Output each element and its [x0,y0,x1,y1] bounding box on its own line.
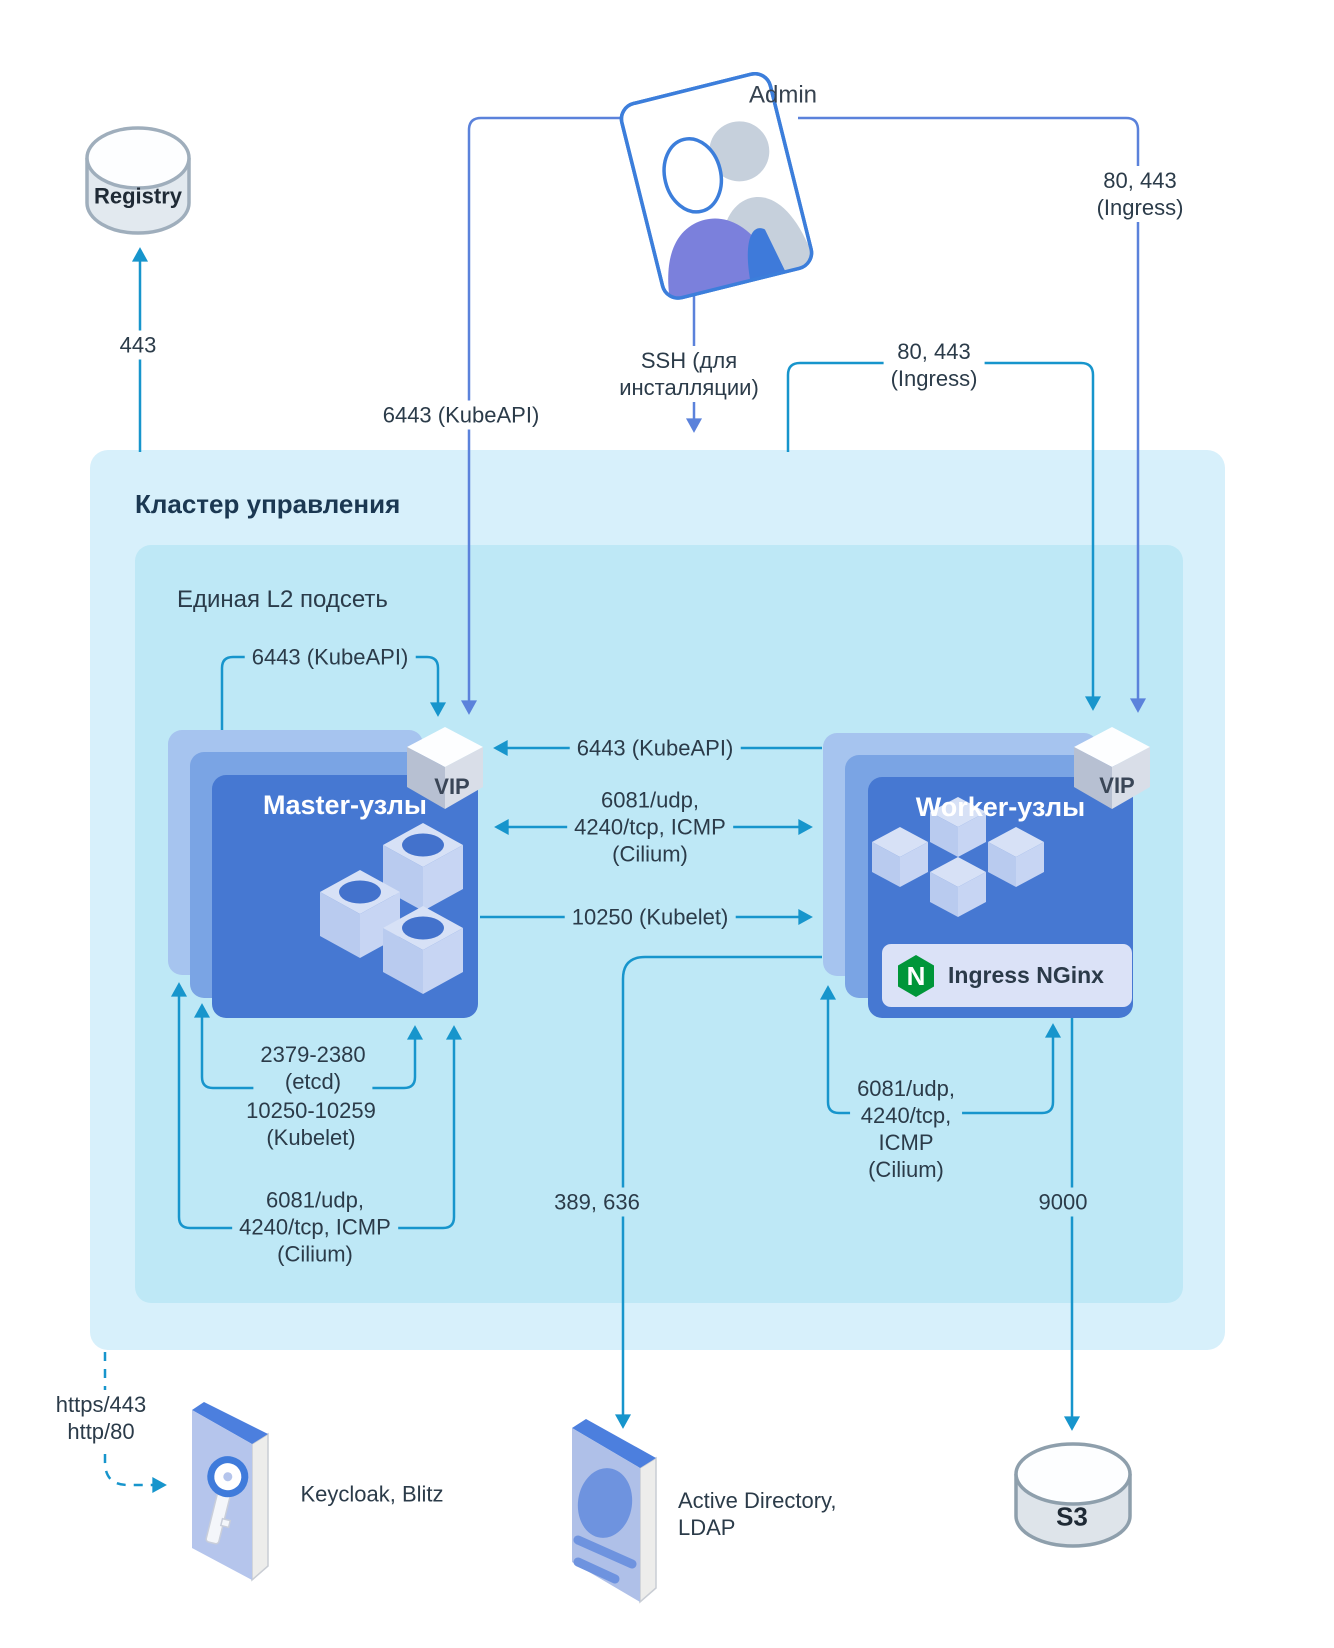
master-title: Master-узлы [263,790,427,820]
worker-vip-label: VIP [1099,773,1135,798]
port-registry-443: 443 [112,330,164,360]
worker-title: Worker-узлы [915,792,1086,822]
cluster-title: Кластер управления [135,489,401,519]
nginx-logo-icon: N [898,954,934,997]
registry-database-icon [85,126,191,235]
active-directory-label: Active Directory, LDAP [678,1488,837,1540]
active-directory-book-icon [572,1419,657,1604]
port-kubeapi-vip: 6443 (KubeAPI) [244,642,416,672]
port-kubelet-range: 10250-10259 (Kubelet) [239,1096,383,1152]
port-kubelet-mid: 10250 (Kubelet) [564,902,736,932]
port-ldap-389-636: 389, 636 [547,1187,647,1217]
port-ingress-mid: 80, 443 (Ingress) [883,337,985,393]
keycloak-label: Keycloak, Blitz [300,1481,444,1507]
port-cilium-worker: 6081/udp, 4240/tcp, ICMP (Cilium) [850,1074,962,1184]
port-ssh: SSH (для инсталляции) [612,346,766,402]
ingress-nginx-badge: N Ingress NGinx [882,944,1132,1007]
admin-label: Admin [748,81,818,109]
port-https-http: https/443 http/80 [48,1390,154,1446]
nginx-n-glyph: N [907,961,926,991]
port-kubeapi-admin: 6443 (KubeAPI) [375,400,547,430]
subnet-title: Единая L2 подсеть [177,586,388,613]
ingress-nginx-label: Ingress NGinx [948,962,1104,988]
port-ingress-admin: 80, 443 (Ingress) [1089,166,1191,222]
master-vip-label: VIP [434,774,470,799]
port-cilium-master: 6081/udp, 4240/tcp, ICMP (Cilium) [232,1185,398,1269]
s3-label: S3 [1056,1501,1088,1532]
port-kubeapi-mid: 6443 (KubeAPI) [569,733,741,763]
port-cilium-mid: 6081/udp, 4240/tcp, ICMP (Cilium) [567,785,733,869]
port-etcd: 2379-2380 (etcd) [253,1040,373,1096]
port-s3-9000: 9000 [1031,1187,1095,1217]
keycloak-book-icon [192,1402,269,1582]
registry-label: Registry [93,183,183,209]
